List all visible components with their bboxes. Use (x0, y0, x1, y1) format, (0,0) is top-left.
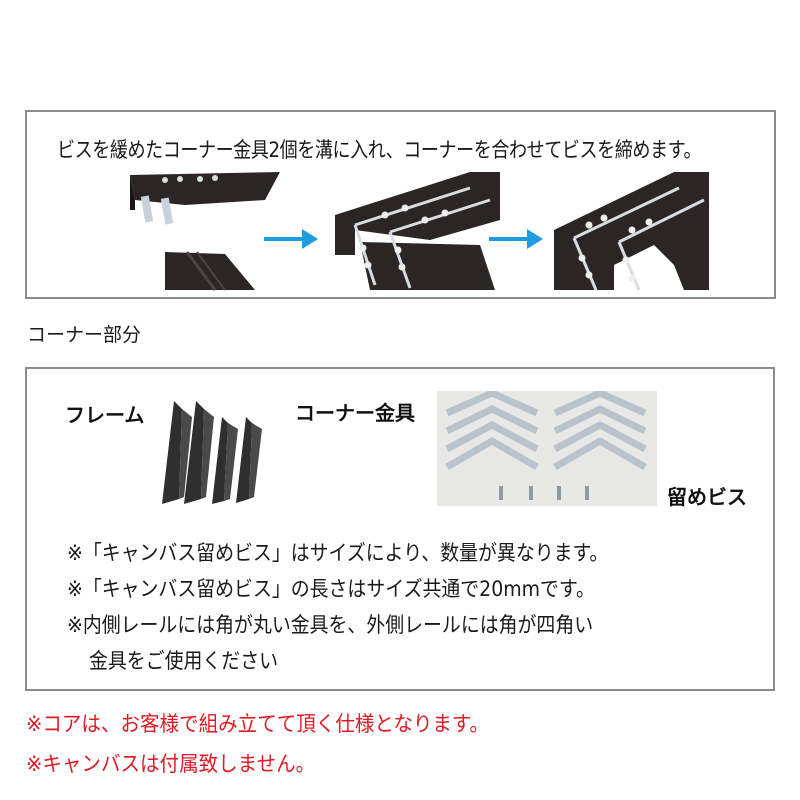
note-bracket-usage: ※内側レールには角が丸い金具を、外側レールには角が四角い (67, 613, 594, 637)
note-bracket-usage-cont: 金具をご使用ください (89, 649, 278, 673)
warning-assembly-required: ※コアは、お客様で組み立てて頂く仕様となります。 (26, 712, 490, 736)
arrow-right-icon (489, 229, 543, 249)
parts-panel: フレーム コーナー金具 留めビス ※「キャンバス留めビス」はサイズにより、数量が… (25, 367, 775, 691)
arrow-right-icon (264, 229, 318, 249)
assembly-step-panel: ビスを緩めたコーナー金具2個を溝に入れ、コーナーを合わせてビスを締めます。 (25, 110, 776, 299)
frame-parts-separated-image (130, 172, 280, 291)
frame-corner-assembled-image (554, 172, 709, 291)
corner-section-label: コーナー部分 (27, 324, 142, 346)
note-screw-length: ※「キャンバス留めビス」の長さはサイズ共通で20mmです。 (67, 577, 595, 601)
note-screw-quantity: ※「キャンバス留めビス」はサイズにより、数量が異なります。 (67, 541, 609, 565)
warning-canvas-not-included: ※キャンバスは付属致しません。 (26, 752, 316, 776)
corner-brackets-image (437, 391, 657, 506)
assembly-instruction: ビスを緩めたコーナー金具2個を溝に入れ、コーナーを合わせてビスを締めます。 (57, 138, 702, 162)
frame-pieces-image (162, 401, 262, 504)
corner-bracket-label: コーナー金具 (295, 401, 415, 425)
screw-label: 留めビス (667, 485, 747, 509)
frame-corner-inserting-image (335, 172, 500, 290)
frame-label: フレーム (65, 403, 145, 427)
